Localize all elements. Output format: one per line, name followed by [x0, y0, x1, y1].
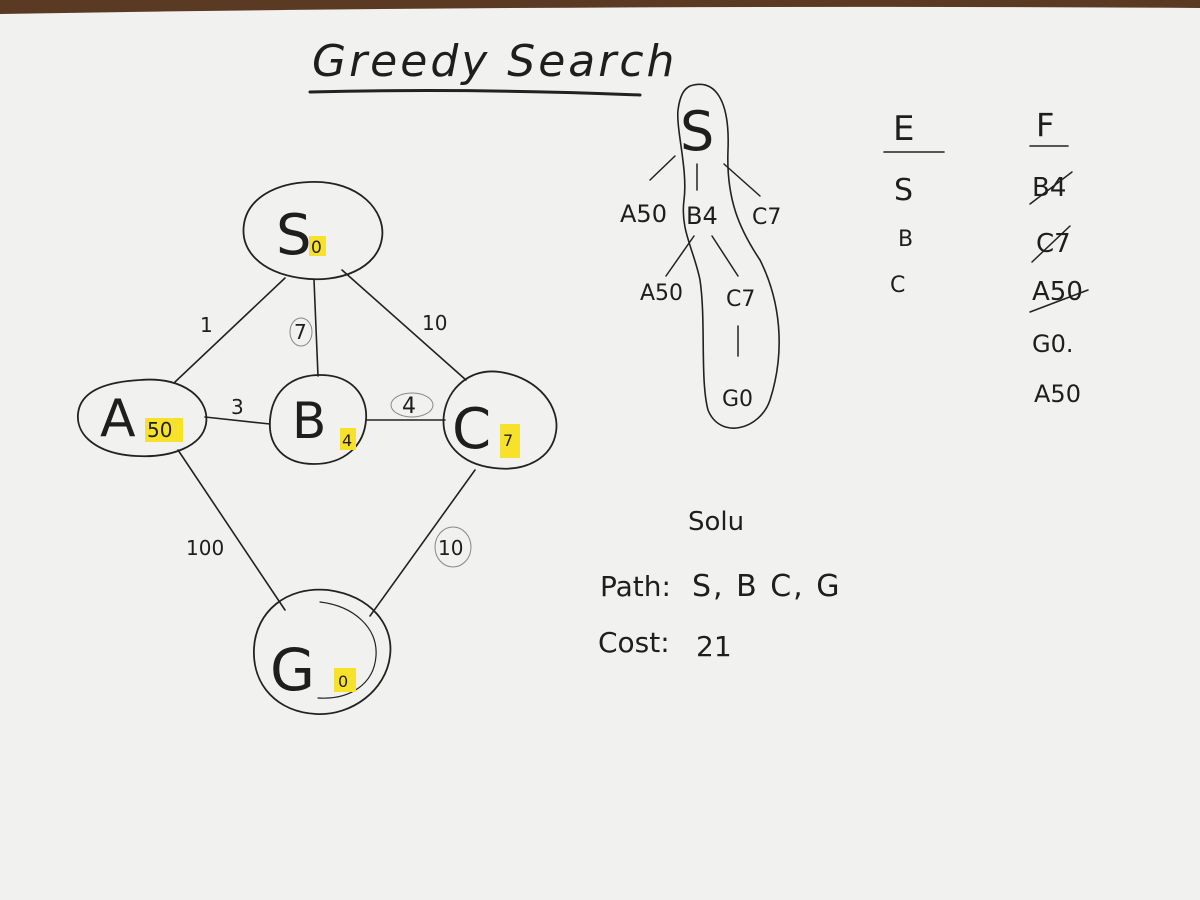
search-tree: S A50 B4 C7 A50 C7 G0: [620, 83, 781, 429]
tree-l1-b: B4: [686, 202, 718, 230]
frontier-header: F: [1036, 106, 1054, 144]
edge-cost-s-b: 7: [294, 320, 307, 344]
pencil-circle-s-b: [289, 317, 313, 347]
path-label: Path:: [600, 570, 671, 603]
edge-s-c: [341, 269, 467, 381]
tree-l2-c: C7: [726, 287, 755, 312]
frontier-item: A50: [1032, 277, 1083, 307]
node-a: A 50: [77, 378, 208, 458]
tree-l1-a: A50: [620, 200, 667, 228]
tree-edge-s-a: [649, 155, 676, 181]
node-g-letter: G: [270, 636, 315, 704]
path-loop: [676, 83, 780, 429]
highlight-c: [500, 424, 520, 458]
node-a-letter: A: [100, 389, 136, 449]
edge-cost-c-g: 10: [438, 536, 463, 560]
highlight-g: [334, 668, 356, 692]
pencil-circle-c-g: [434, 526, 472, 568]
tree-root: S: [680, 100, 714, 163]
node-b-letter: B: [292, 392, 326, 450]
node-s: S 0: [242, 181, 384, 281]
edge-s-a: [174, 277, 286, 383]
strike-mark: [1029, 171, 1073, 205]
path-value: S, B C, G: [692, 569, 842, 604]
explored-list: E S B C: [883, 109, 945, 298]
edge-s-b: [313, 279, 319, 377]
edge-cost-b-c: 4: [402, 394, 416, 419]
highlight-b: [340, 428, 356, 450]
strike-mark: [1029, 289, 1089, 313]
frontier-list: F B4 C7 A50 G0. A50: [1029, 106, 1089, 408]
paper-sheet: [0, 6, 1200, 900]
node-a-heuristic: 50: [147, 418, 172, 442]
node-c-letter: C: [452, 397, 491, 462]
node-g-heuristic: 0: [338, 672, 348, 691]
tree-edge-b-c: [711, 235, 739, 277]
node-b: B 4: [269, 374, 367, 465]
edge-cost-s-a: 1: [200, 313, 213, 337]
tree-l2-a: A50: [640, 281, 683, 306]
highlight-a: [145, 418, 183, 442]
frontier-item: A50: [1034, 380, 1081, 408]
tree-l3-g: G0: [722, 387, 753, 412]
node-c-heuristic: 7: [503, 431, 513, 450]
explored-item: C: [890, 273, 905, 298]
node-b-heuristic: 4: [342, 431, 352, 450]
solution-label: Solu: [688, 507, 744, 537]
frontier-item: G0.: [1032, 330, 1074, 358]
node-s-letter: S: [276, 203, 312, 268]
cost-label: Cost:: [598, 626, 670, 659]
tree-l1-c: C7: [752, 205, 781, 230]
edge-a-b: [204, 416, 271, 425]
tree-edge-b-a: [665, 235, 695, 277]
tree-edge-s-c: [723, 163, 761, 197]
edge-a-g: [177, 449, 286, 611]
highlight-s: [309, 236, 326, 256]
solution-block: Solu Path: S, B C, G Cost: 21: [598, 507, 842, 663]
edge-cost-a-b: 3: [231, 395, 244, 419]
edge-cost-s-c: 10: [422, 311, 447, 335]
edge-c-g: [369, 469, 476, 617]
edge-cost-a-g: 100: [186, 536, 224, 560]
cost-value: 21: [696, 630, 732, 663]
explored-item: B: [898, 227, 913, 252]
strike-mark: [1031, 225, 1071, 263]
pencil-circle-b-c: [390, 392, 434, 418]
explored-item: S: [894, 173, 913, 208]
page-title: Greedy Search: [312, 36, 677, 87]
frontier-item: C7: [1036, 229, 1071, 259]
node-g: G 0: [253, 588, 392, 715]
explored-header: E: [893, 109, 914, 149]
title-underline: [308, 89, 642, 97]
search-graph: 1 7 10 3 4 100 10 S 0 A 50 B 4: [77, 181, 558, 715]
node-c: C 7: [442, 370, 558, 470]
node-s-heuristic: 0: [311, 238, 322, 258]
